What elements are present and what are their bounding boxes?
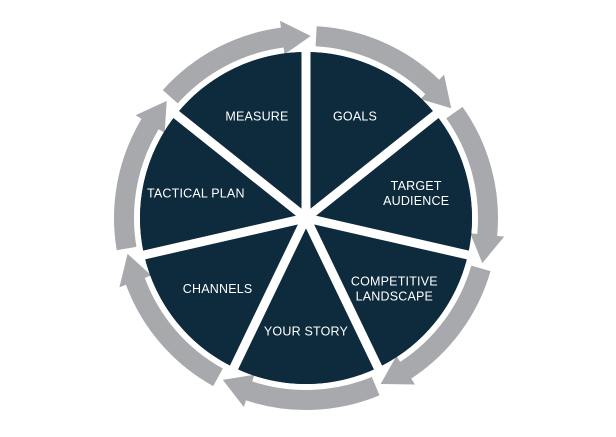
arrow-ring: [114, 20, 505, 411]
label-line: COMPETITIVE: [351, 274, 438, 288]
segment-tactical-plan: [139, 114, 306, 255]
segment-separator: [170, 108, 309, 222]
segment-separator: [304, 213, 473, 261]
segment-separator: [301, 216, 384, 374]
label-line: MEASURE: [225, 110, 288, 124]
label-line: TARGET: [391, 179, 442, 193]
label-line: AUDIENCE: [383, 194, 449, 208]
segment-separator: [228, 216, 311, 374]
cycle-arrow-measure: [162, 20, 311, 104]
label-line: CHANNELS: [183, 282, 253, 296]
segment-goals: [306, 52, 436, 218]
label-line: TACTICAL PLAN: [147, 186, 245, 200]
label-line: YOUR STORY: [264, 325, 349, 339]
cycle-arrow-your-story: [222, 374, 380, 411]
segment-wheel: [139, 48, 473, 384]
label-measure: MEASURE: [225, 110, 288, 124]
cycle-arrow-tactical-plan: [114, 100, 167, 251]
label-line: GOALS: [333, 110, 377, 124]
label-goals: GOALS: [333, 110, 377, 124]
segment-separator: [303, 108, 442, 222]
cycle-arrow-goals: [315, 26, 452, 109]
label-your-story: YOUR STORY: [264, 325, 349, 339]
segment-your-story: [233, 218, 379, 384]
segment-channels: [144, 218, 306, 368]
segment-separator: [139, 213, 308, 261]
cycle-arrow-competitive-landscape: [380, 265, 491, 385]
segment-measure: [176, 52, 306, 218]
label-line: LANDSCAPE: [356, 289, 434, 303]
segment-target-audience: [306, 114, 473, 255]
wheel-hub: [300, 212, 312, 224]
segment-competitive-landscape: [306, 218, 468, 368]
cycle-arrow-target-audience: [446, 106, 505, 264]
cycle-arrow-channels: [119, 253, 223, 387]
label-tactical-plan: TACTICAL PLAN: [147, 186, 245, 200]
label-channels: CHANNELS: [183, 282, 253, 296]
